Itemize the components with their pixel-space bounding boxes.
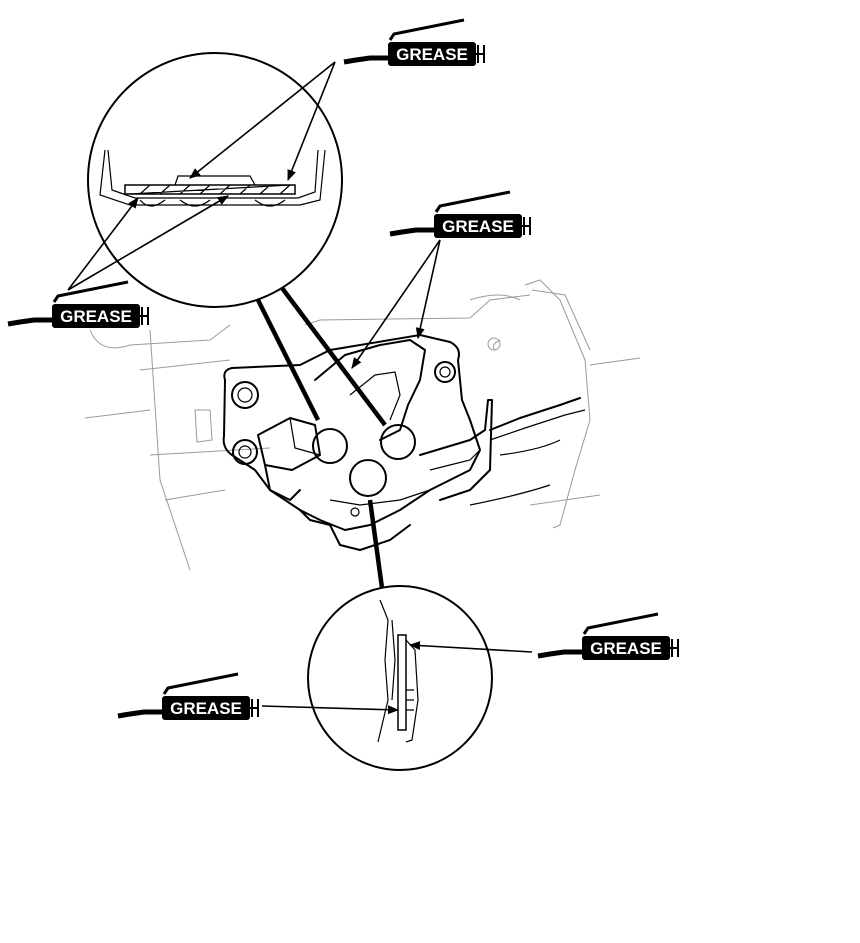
grease-gun-icon: [537, 612, 679, 660]
grease-gun-icon: [7, 280, 149, 328]
grease-gun-icon: [389, 190, 531, 238]
grease-label: GREASE: [442, 217, 514, 236]
grease-callout-4: GREASE: [537, 612, 679, 660]
detail-upper-leader-lines: [255, 286, 387, 427]
hood-latch-assembly: [222, 334, 586, 551]
grease-callout-5: GREASE: [117, 672, 259, 720]
grease-callout-3: GREASE: [7, 280, 149, 328]
grease-label: GREASE: [590, 639, 662, 658]
grease-label: GREASE: [170, 699, 242, 718]
grease-callout-2: GREASE: [389, 190, 531, 238]
detail-view-lower: [307, 585, 493, 771]
grease-gun-icon: [343, 18, 485, 66]
grease-callout-1: GREASE: [343, 18, 485, 66]
grease-gun-icon: [117, 672, 259, 720]
detail-lower-leader-line: [367, 499, 385, 589]
grease-pointer-lines: [67, 61, 533, 715]
grease-label: GREASE: [396, 45, 468, 64]
body-panel-outline: [84, 279, 641, 571]
detail-view-upper: [87, 52, 343, 308]
grease-label: GREASE: [60, 307, 132, 326]
